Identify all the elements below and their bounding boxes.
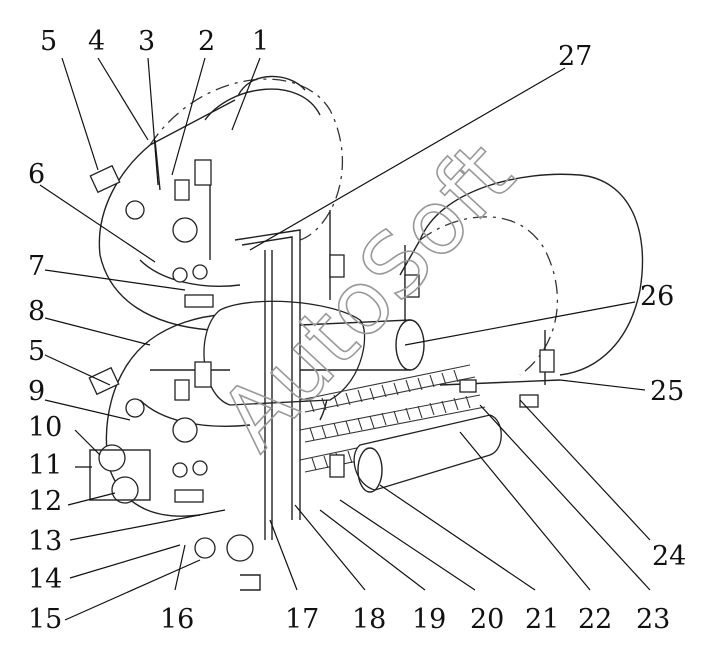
callout-20: 20 xyxy=(470,604,504,635)
upper-tank xyxy=(89,75,344,331)
lower-drum xyxy=(353,414,502,493)
gauges xyxy=(89,179,539,562)
callout-3: 3 xyxy=(138,26,155,57)
callout-4: 4 xyxy=(88,26,105,57)
callout-2: 2 xyxy=(198,26,215,57)
callout-10: 10 xyxy=(28,412,62,443)
callout-13: 13 xyxy=(28,526,62,557)
callout-27: 27 xyxy=(558,41,592,72)
callout-23: 23 xyxy=(636,604,670,635)
callout-22: 22 xyxy=(578,604,612,635)
leader-lines xyxy=(39,57,651,621)
brackets xyxy=(194,159,555,591)
callout-21: 21 xyxy=(525,604,559,635)
callout-5-lower: 5 xyxy=(28,336,45,367)
callout-24: 24 xyxy=(652,541,686,572)
callout-16: 16 xyxy=(160,604,194,635)
callout-19: 19 xyxy=(412,604,446,635)
callout-26: 26 xyxy=(640,281,674,312)
callout-8: 8 xyxy=(28,296,45,327)
callout-17: 17 xyxy=(285,604,319,635)
callout-12: 12 xyxy=(28,486,62,517)
callout-labels: 5 4 3 2 1 27 6 7 8 26 5 9 25 10 11 12 13… xyxy=(28,26,686,635)
callout-1: 1 xyxy=(252,26,269,57)
callout-15: 15 xyxy=(28,604,62,635)
callout-7: 7 xyxy=(28,251,45,282)
callout-14: 14 xyxy=(28,564,62,595)
callout-6: 6 xyxy=(28,159,45,190)
callout-11: 11 xyxy=(28,450,62,481)
callout-9: 9 xyxy=(28,376,45,407)
right-tank xyxy=(399,173,644,376)
callout-5-top: 5 xyxy=(40,26,57,57)
callout-25: 25 xyxy=(650,376,684,407)
callout-18: 18 xyxy=(352,604,386,635)
